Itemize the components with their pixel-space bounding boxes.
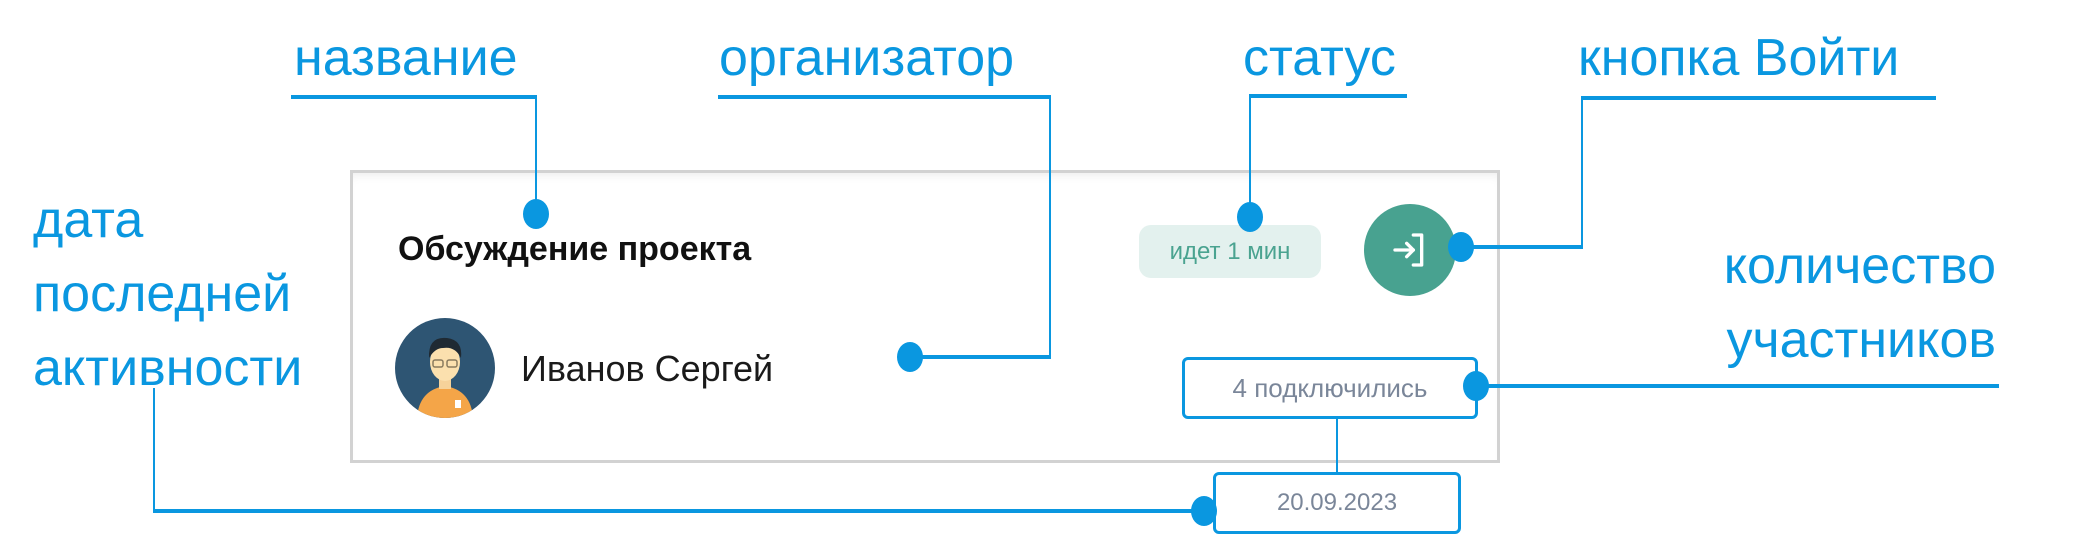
annotation-title: название [294, 29, 518, 87]
participants-count: 4 подключились [1182, 357, 1478, 419]
leader-date-connector [1336, 416, 1338, 474]
annotation-participants-2: участников [1726, 311, 1996, 369]
leader-organizer [718, 95, 1051, 99]
organizer-name: Иванов Сергей [521, 348, 774, 389]
date-text: 20.09.2023 [1276, 489, 1398, 516]
leader-status [1250, 94, 1407, 98]
leader-organizer [910, 355, 1051, 359]
status-text: идет 1 мин [1169, 237, 1291, 265]
leader-status [1249, 94, 1251, 216]
marker-organizer [897, 342, 923, 372]
leader-last-activity [153, 509, 1203, 513]
participants-text: 4 подключились [1232, 372, 1428, 403]
meeting-title: Обсуждение проекта [398, 230, 752, 268]
last-activity-date: 20.09.2023 [1213, 472, 1461, 534]
leader-participants [1475, 384, 1999, 388]
leader-enter [1583, 96, 1936, 100]
leader-title [535, 95, 537, 213]
annotation-status: статус [1243, 29, 1396, 87]
annotation-last-activity-2: последней [33, 265, 292, 323]
marker-status [1237, 202, 1263, 232]
annotation-participants-1: количество [1723, 237, 1996, 295]
leader-enter [1581, 96, 1583, 248]
leader-title [291, 95, 537, 99]
enter-button[interactable] [1364, 204, 1456, 296]
marker-participants [1463, 371, 1489, 401]
annotation-last-activity-1: дата [33, 191, 144, 249]
annotation-enter-button: кнопка Войти [1578, 29, 1900, 87]
annotation-organizer: организатор [719, 29, 1015, 87]
leader-organizer [1049, 95, 1051, 357]
organizer-avatar [395, 318, 495, 418]
leader-enter [1461, 245, 1583, 249]
marker-last-activity [1191, 496, 1217, 526]
marker-title [523, 199, 549, 229]
leader-last-activity [153, 388, 155, 512]
annotation-last-activity-3: активности [33, 339, 303, 397]
status-badge: идет 1 мин [1139, 225, 1321, 278]
sign-in-icon [1393, 233, 1424, 267]
marker-enter [1448, 232, 1474, 262]
